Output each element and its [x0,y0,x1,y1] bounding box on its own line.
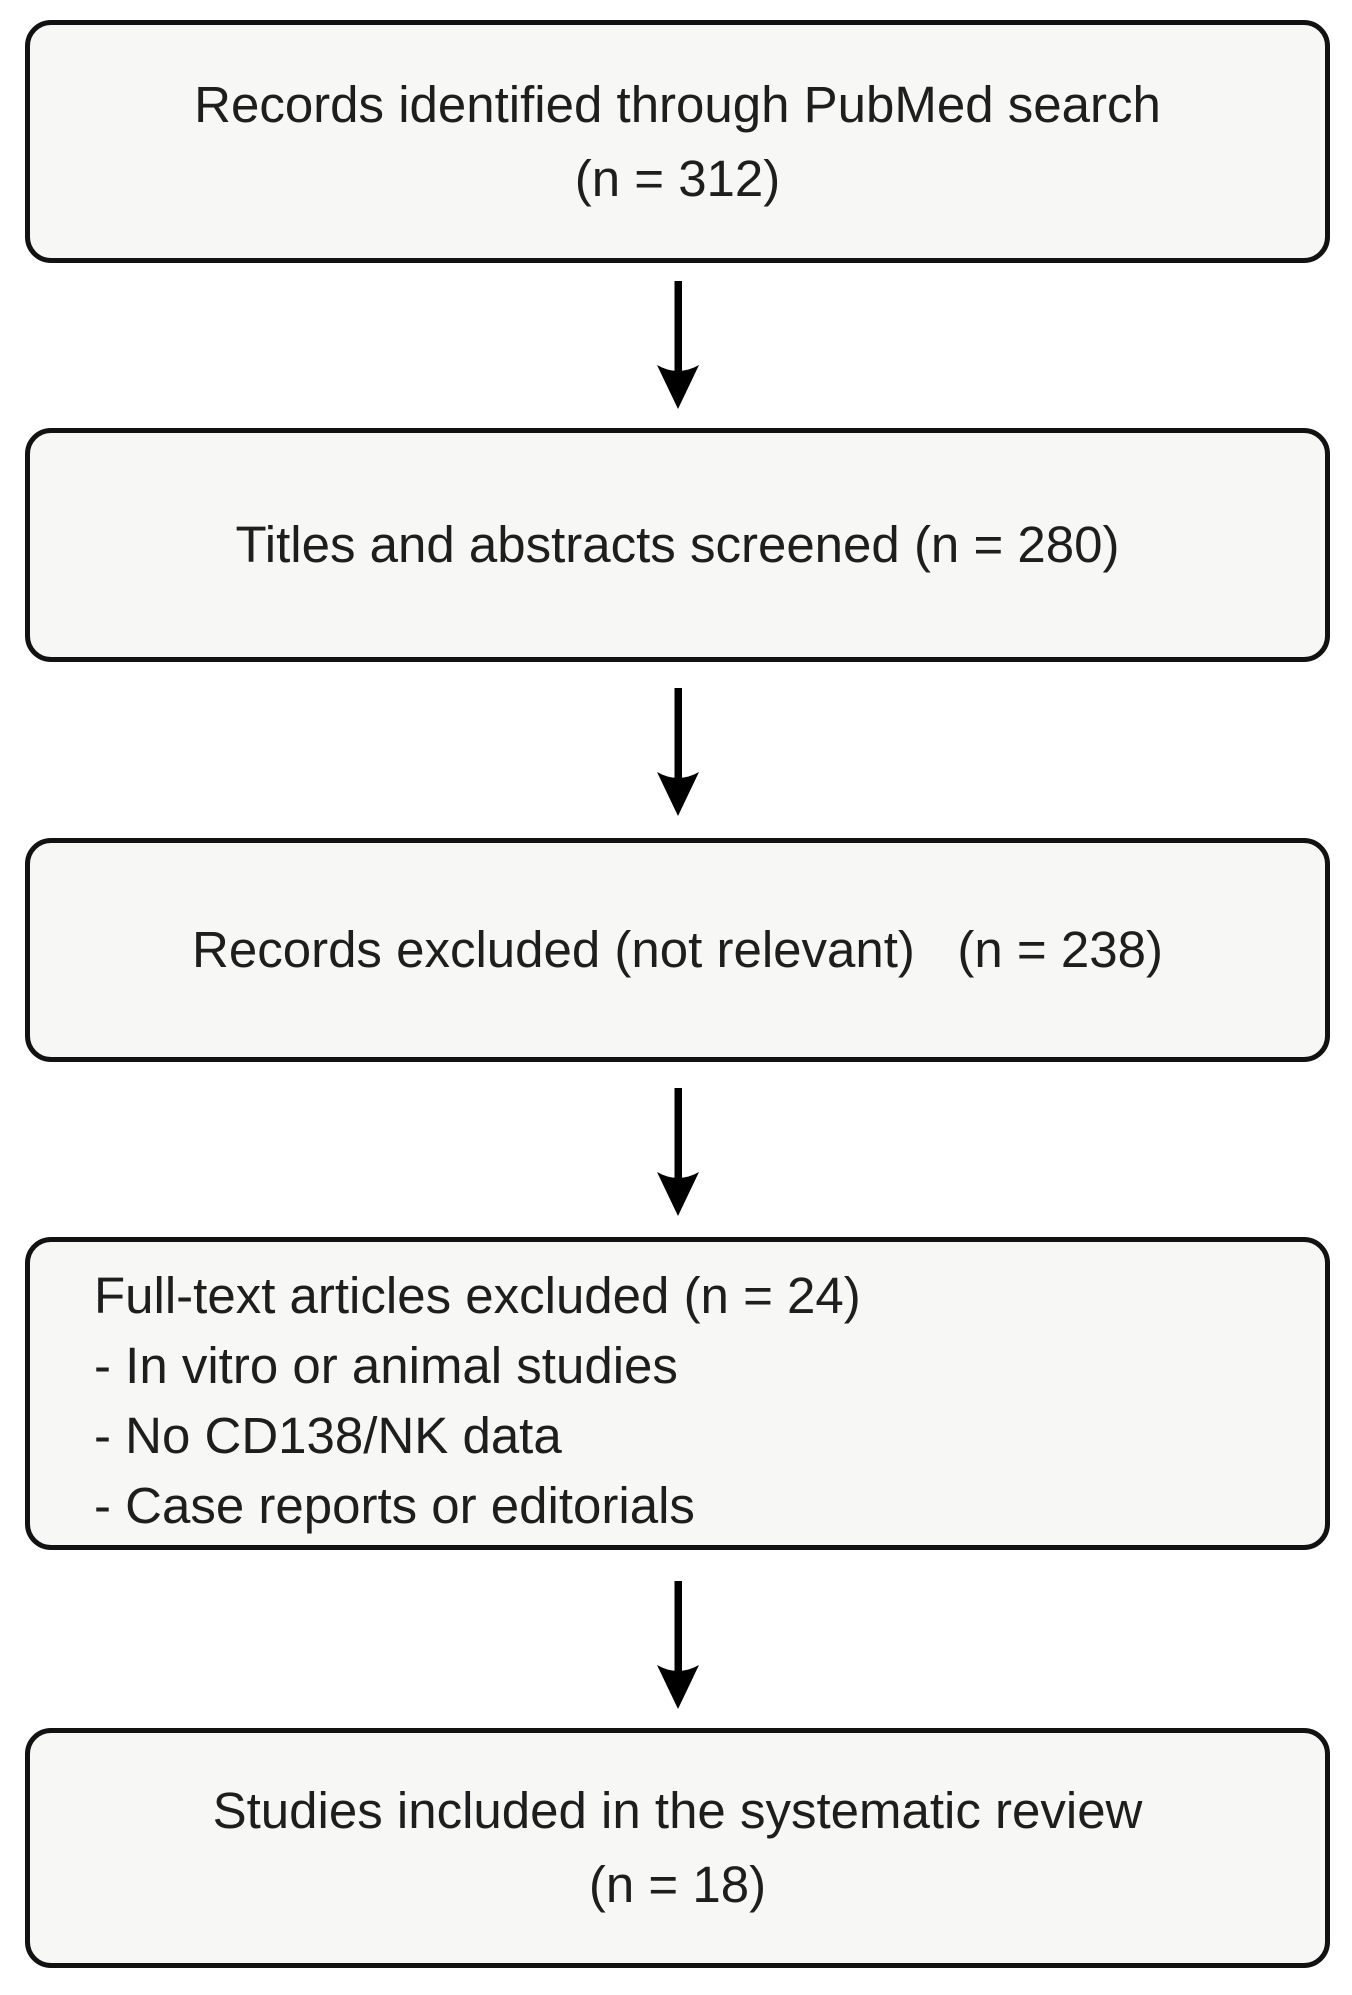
box-records-identified: Records identified through PubMed search… [25,20,1330,263]
box-records-identified-count: (n = 312) [574,149,781,207]
box-studies-included-label: Studies included in the systematic revie… [212,1782,1143,1839]
box-titles-abstracts-screened: Titles and abstracts screened (n = 280) [25,428,1330,662]
box-studies-included: Studies included in the systematic revie… [25,1728,1330,1968]
box-fulltext-articles-excluded: Full-text articles excluded (n = 24) - I… [25,1237,1330,1550]
box-records-excluded: Records excluded (not relevant) (n = 238… [25,838,1330,1062]
box-studies-included-count: (n = 18) [588,1856,767,1913]
down-arrow-icon [657,281,699,409]
box-fulltext-excluded-label: Full-text articles excluded (n = 24) [94,1266,861,1324]
box-fulltext-excluded-reason: - Case reports or editorials [94,1476,695,1534]
down-arrow-icon [657,688,699,816]
box-titles-abstracts-screened-label: Titles and abstracts screened (n = 280) [235,516,1120,573]
box-fulltext-excluded-reason: - No CD138/NK data [94,1406,562,1464]
box-fulltext-excluded-reason: - In vitro or animal studies [94,1336,678,1394]
box-records-identified-label: Records identified through PubMed search [194,75,1161,133]
down-arrow-icon [657,1581,699,1709]
down-arrow-icon [657,1088,699,1216]
box-records-excluded-label: Records excluded (not relevant) (n = 238… [192,921,1163,978]
